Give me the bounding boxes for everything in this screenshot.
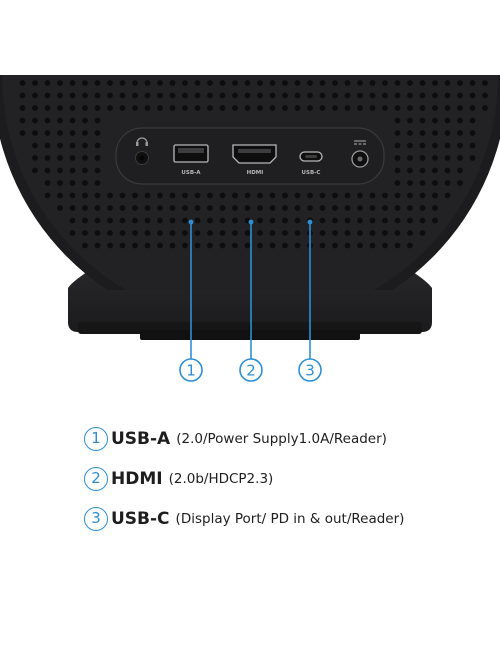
port-panel: USB-A HDMI USB-C (115, 127, 385, 185)
legend-number: 1 (84, 427, 108, 451)
legend-port-spec: (2.0b/HDCP2.3) (168, 471, 274, 487)
legend-port-name: USB-C (111, 509, 170, 529)
headphone-icon (136, 137, 148, 146)
callout-lines (188, 219, 313, 360)
port-label-usb-c: USB-C (302, 170, 321, 176)
callout-number: 2 (246, 362, 256, 380)
port-label-hdmi: HDMI (247, 170, 264, 176)
speaker-grille (19, 80, 488, 249)
callout-number: 3 (305, 362, 315, 380)
legend-port-name: USB-A (111, 429, 171, 449)
legend-item-usb-c: 3 USB-C (Display Port/ PD in & out/Reade… (84, 505, 404, 533)
legend-port-name: HDMI (111, 469, 163, 489)
legend-port-spec: (Display Port/ PD in & out/Reader) (175, 511, 405, 527)
headphone-jack (135, 137, 149, 165)
usb-a-port: USB-A (173, 144, 209, 176)
hdmi-port: HDMI (232, 144, 277, 176)
dc-power-jack (351, 140, 369, 168)
legend-number: 3 (84, 507, 108, 531)
usb-c-port: USB-C (299, 151, 323, 176)
callout-3: 3 (298, 358, 322, 382)
callout-number: 1 (186, 362, 196, 380)
legend-item-usb-a: 1 USB-A (2.0/Power Supply1.0A/Reader) (84, 425, 404, 453)
callout-1: 1 (179, 358, 203, 382)
dc-power-icon (354, 140, 366, 145)
legend-port-spec: (2.0/Power Supply1.0A/Reader) (176, 431, 387, 447)
legend-item-hdmi: 2 HDMI (2.0b/HDCP2.3) (84, 465, 404, 493)
legend-number: 2 (84, 467, 108, 491)
port-label-usb-a: USB-A (181, 170, 201, 176)
port-legend: 1 USB-A (2.0/Power Supply1.0A/Reader) 2 … (84, 425, 404, 533)
callout-2: 2 (239, 358, 263, 382)
